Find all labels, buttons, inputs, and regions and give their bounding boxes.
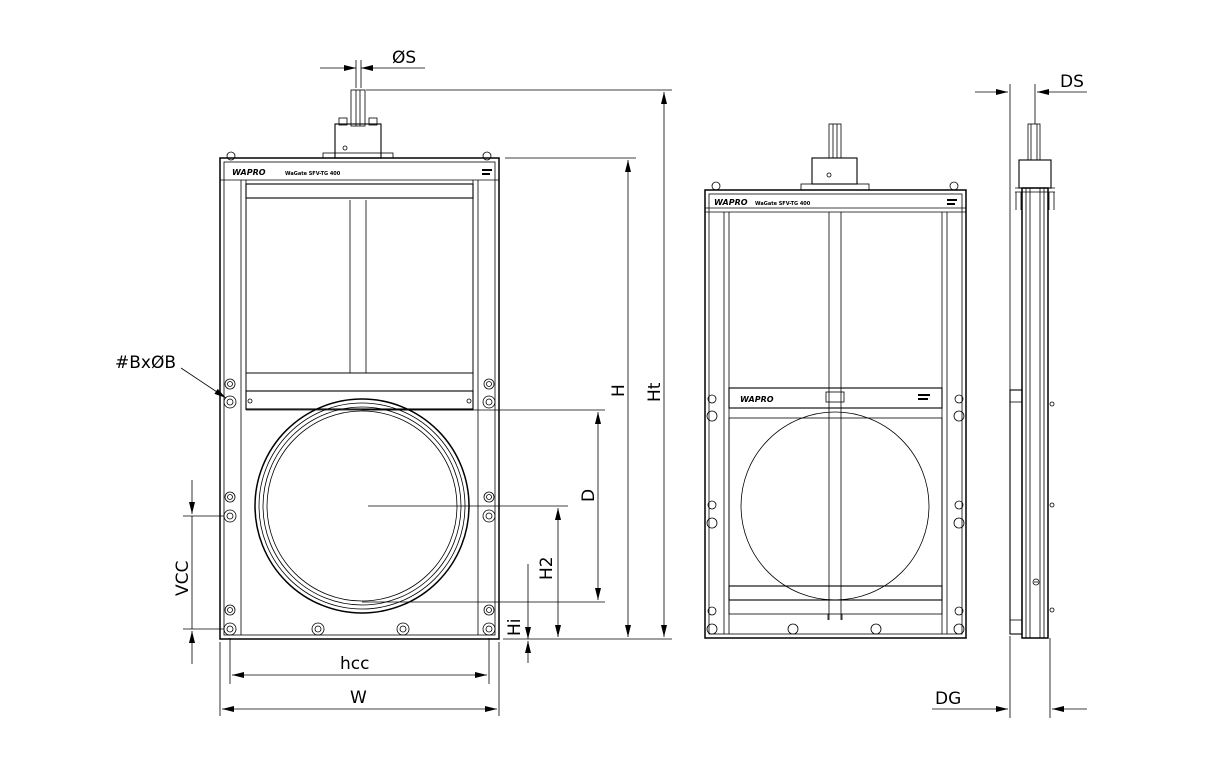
stem-diameter-label: ØS (392, 48, 416, 68)
vertical-spacing-label: VCC (173, 561, 193, 596)
bolt-holes (223, 378, 496, 636)
bottom-offset-dimension: Hi (505, 564, 531, 663)
stem-side-label: DS (1060, 72, 1084, 92)
body-height-dimension: H (505, 157, 636, 637)
overall-height-label: Ht (645, 382, 665, 402)
stem-side-dimension: DS (975, 72, 1087, 392)
side-view: DS DG (932, 72, 1087, 718)
gate-depth-dimension: DG (932, 636, 1087, 718)
gate-depth-label: DG (935, 689, 961, 709)
center-height-dimension: H2 (368, 505, 568, 637)
port-diameter-dimension: D (362, 409, 605, 603)
bolt-holes-label: #BxØB (115, 353, 176, 373)
overall-height-dimension: Ht (366, 89, 672, 640)
rear-frame (704, 189, 967, 639)
front-view: WAPRO WaGate SFV-TG 400 (115, 48, 672, 716)
bolt-holes-callout: #BxØB (115, 353, 227, 399)
brand-logo: WAPRO (232, 168, 266, 177)
gate-brand-logo: WAPRO (740, 395, 774, 404)
bottom-offset-label: Hi (505, 618, 525, 636)
body-height-label: H (609, 384, 629, 397)
width-dimension: W (219, 642, 500, 716)
width-label: W (350, 688, 367, 708)
center-height-label: H2 (537, 556, 557, 580)
port-diameter-label: D (579, 489, 599, 502)
front-frame (219, 157, 500, 640)
horizontal-spacing-dimension: hcc (229, 638, 490, 684)
nameplate: WAPRO WaGate SFV-TG 400 (232, 168, 492, 177)
vertical-spacing-dimension: VCC (173, 480, 224, 664)
stem-diameter-dimension: ØS (320, 48, 425, 88)
stem-assembly (322, 89, 394, 159)
rear-view: WAPRO WaGate SFV-TG 400 WAPRO (704, 123, 967, 639)
rear-brand-logo: WAPRO (714, 198, 748, 207)
horizontal-spacing-label: hcc (340, 654, 369, 674)
rear-model-text: WaGate SFV-TG 400 (755, 201, 811, 207)
model-text: WaGate SFV-TG 400 (285, 171, 341, 177)
side-gate-block (1009, 389, 1023, 635)
